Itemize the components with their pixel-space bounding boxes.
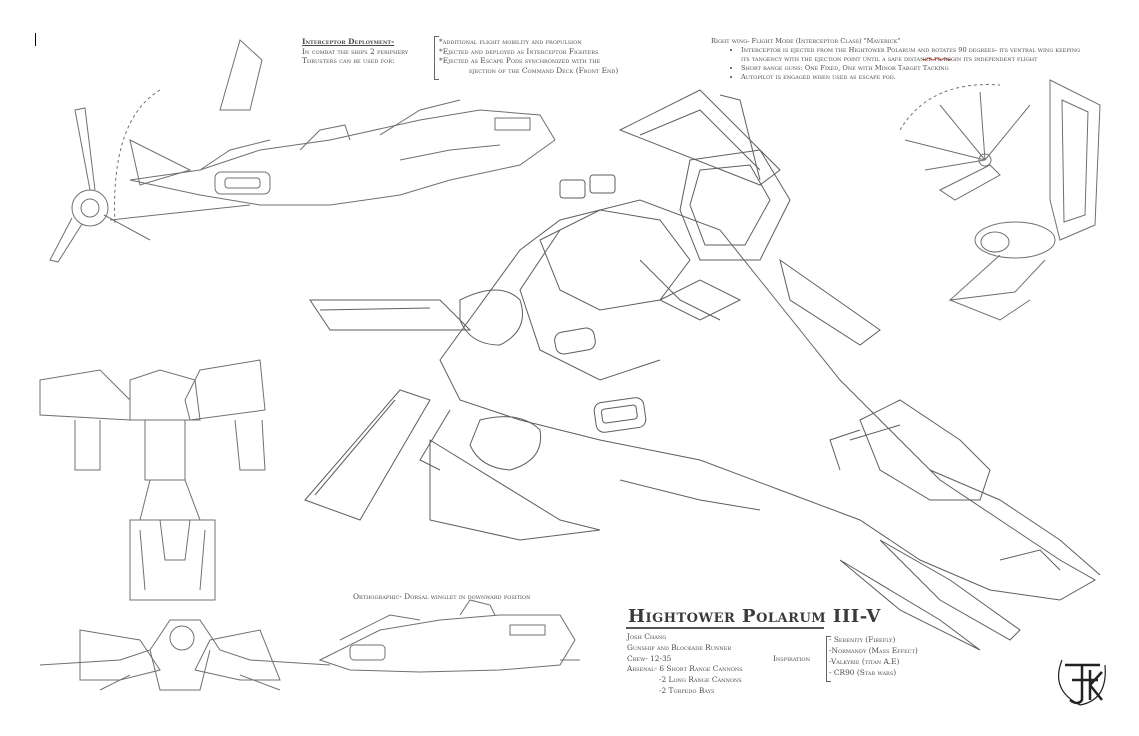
credit-crew: Crew- 12-35 [627,653,672,663]
orthographic-top-view [40,360,265,600]
interceptor-flight-mode [900,80,1100,320]
credit-arsenal-3: -2 Torpedo Bays [659,685,715,695]
right-wing-bullet: Autopilot is engaged when used as escape… [741,73,1121,82]
interceptor-side-view [50,40,555,262]
right-wing-bullet: Short range guns: One Fixed, One with Mi… [741,64,1121,73]
inspiration-list: - Serenity (Firefly) -Normandy (Mass Eff… [829,634,949,678]
inspiration-item: -Valkyrie (titan A.E) [829,657,900,666]
interceptor-item: *Ejected as Escape Pods synchronized wit… [439,56,601,66]
right-wing-heading: Right wing- Flight Mode (Interceptor Cla… [711,37,901,45]
interceptor-item: *additional flight mobility and propulsi… [439,37,582,46]
credit-role: Gunship and Blockade Runner [627,642,732,652]
jk-logo-seal [1065,665,1102,703]
interceptor-item: ejection of the Command Deck (Front End) [469,65,619,75]
ship-title: Hightower Polarum III-V [628,606,881,627]
interceptor-deployment-intro: Interceptor Deployment- In combat the sh… [302,37,432,66]
inspiration-brace [826,636,831,682]
orthographic-caption: Orthographic- Dorsal winglet in downward… [353,592,531,601]
interceptor-line-1: In combat the ships 2 periphery [302,46,409,56]
interceptor-item: *Ejected and deployed as Interceptor Fig… [439,46,599,56]
text-cursor [35,33,36,46]
main-ship-perspective [305,90,1100,650]
inspiration-item: - CR90 (Star wars) [829,668,897,677]
title-underline [626,627,824,629]
credit-arsenal: Arsenal- 6 Short Range Cannons [627,664,743,674]
credit-arsenal-2: -2 Long Range Cannons [659,675,742,685]
interceptor-line-2: Thrusters can be used for: [302,56,395,66]
right-wing-bullet: Interceptor is ejected from the Hightowe… [741,46,1121,64]
interceptor-list: *additional flight mobility and propulsi… [439,37,659,75]
inspiration-item: -Normandy (Mass Effect) [829,646,918,655]
right-wing-notes: Right wing- Flight Mode (Interceptor Cla… [711,37,1121,82]
orthographic-front-view [40,620,330,690]
orthographic-side-view [320,600,580,672]
credit-author: Josh Chang [627,632,667,641]
ship-credits: Josh Chang Gunship and Blockade Runner C… [627,632,787,697]
inspiration-label: Inspiration [773,654,810,663]
interceptor-brace [434,36,439,80]
right-wing-list: Interceptor is ejected from the Hightowe… [711,46,1121,82]
interceptor-heading: Interceptor Deployment- [302,37,395,46]
inspiration-item: - Serenity (Firefly) [829,635,896,644]
